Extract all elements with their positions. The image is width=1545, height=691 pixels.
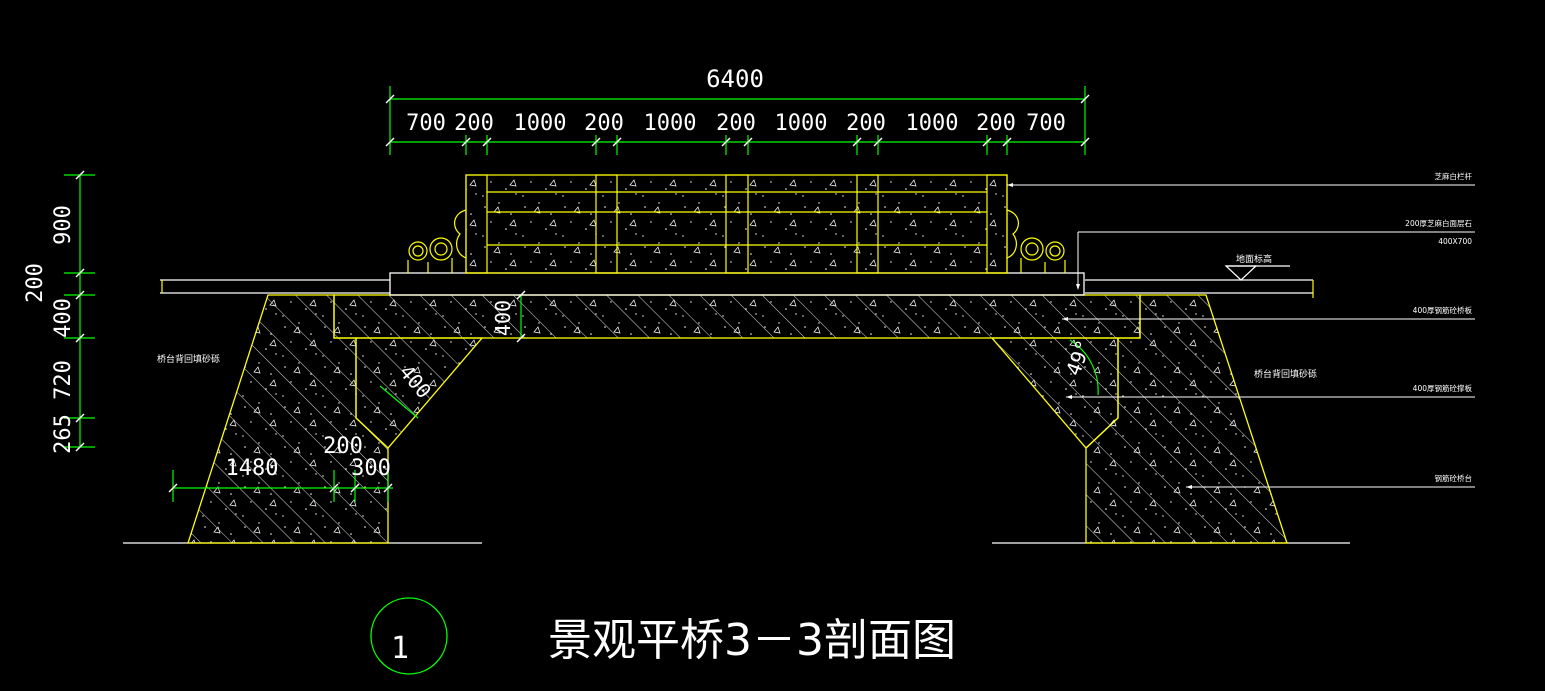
bottom-dimension-labels: 1480 200 300 bbox=[226, 434, 391, 481]
vertical-dimension-label: 200 bbox=[23, 263, 48, 303]
bottom-segment-label: 1480 bbox=[226, 456, 279, 481]
slab-thickness-label: 400 bbox=[491, 300, 515, 336]
top-segment-label: 1000 bbox=[644, 111, 697, 136]
callout-label: 200厚芝麻白面层石 bbox=[1405, 218, 1472, 228]
top-segment-label: 200 bbox=[584, 111, 624, 136]
railing bbox=[465, 174, 1008, 274]
callout-label: 400X700 bbox=[1438, 237, 1472, 246]
detail-number: 1 bbox=[391, 631, 409, 666]
overall-width-dimension: 6400 bbox=[706, 65, 764, 93]
top-segment-label: 200 bbox=[976, 111, 1016, 136]
right-railing-ornament bbox=[1006, 209, 1066, 273]
ground-level-symbol bbox=[1224, 265, 1290, 281]
callout-label: 钢筋砼桥台 bbox=[1435, 473, 1473, 483]
backfill-label-right: 桥台背回填砂砾 bbox=[1254, 368, 1317, 380]
deck-surface bbox=[389, 272, 1085, 296]
top-segment-label: 200 bbox=[846, 111, 886, 136]
leader-arrows bbox=[1007, 183, 1192, 489]
detail-number-circle bbox=[370, 597, 448, 675]
right-strut bbox=[990, 337, 1119, 449]
slab-thickness-dimension: 400 bbox=[491, 290, 526, 343]
top-segment-label: 1000 bbox=[775, 111, 828, 136]
leader-lines bbox=[1007, 184, 1475, 488]
left-abutment bbox=[187, 294, 389, 544]
drawing-title: 景观平桥3－3剖面图 bbox=[548, 615, 956, 666]
bottom-segment-label: 300 bbox=[351, 456, 391, 481]
vertical-dimension-label: 720 bbox=[51, 360, 76, 400]
left-railing-ornament bbox=[407, 209, 467, 273]
left-dimension-labels: 900 200 400 720 265 bbox=[23, 205, 76, 454]
vertical-dimension-label: 400 bbox=[51, 298, 76, 338]
backfill-label-left: 桥台背回填砂砾 bbox=[157, 353, 220, 365]
vertical-dimension-label: 900 bbox=[51, 205, 76, 245]
vertical-dimension-label: 265 bbox=[51, 414, 76, 454]
left-dimension-ticks bbox=[75, 170, 85, 452]
callout-label: 芝麻白栏杆 bbox=[1435, 171, 1473, 181]
top-segment-label: 700 bbox=[406, 111, 446, 136]
ground-lines bbox=[123, 279, 1350, 544]
ground-level-label: 地面标高 bbox=[1236, 253, 1272, 265]
top-dimension-chain bbox=[389, 86, 1086, 155]
callout-labels: 芝麻白栏杆 200厚芝麻白面层石 400X700 400厚钢筋砼桥板 400厚钢… bbox=[1405, 171, 1472, 483]
top-segment-label: 200 bbox=[716, 111, 756, 136]
callout-label: 400厚钢筋砼撑板 bbox=[1413, 383, 1473, 393]
bottom-segment-label: 200 bbox=[323, 434, 363, 459]
top-segment-label: 200 bbox=[454, 111, 494, 136]
bottom-dimension-chain bbox=[172, 470, 393, 502]
bottom-dimension-ticks bbox=[168, 483, 393, 493]
callout-label: 400厚钢筋砼桥板 bbox=[1413, 305, 1473, 315]
pavement-edges bbox=[161, 280, 1314, 298]
top-segment-labels: 700 200 1000 200 1000 200 1000 200 1000 … bbox=[406, 111, 1066, 136]
top-segment-label: 1000 bbox=[906, 111, 959, 136]
top-dimension-ticks bbox=[385, 94, 1090, 147]
bridge-slab bbox=[333, 294, 1141, 339]
left-strut bbox=[355, 337, 484, 449]
top-segment-label: 1000 bbox=[514, 111, 567, 136]
top-segment-label: 700 bbox=[1026, 111, 1066, 136]
